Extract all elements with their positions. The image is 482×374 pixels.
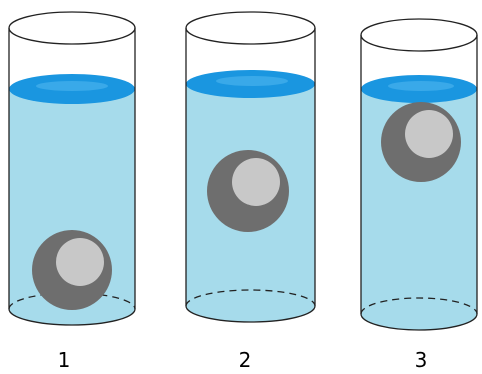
cylinder-2-bottom-front-rim [185,305,316,323]
cylinder-3-top-rim [360,18,478,52]
cylinder-2-water-surface-highlight [216,76,288,86]
cylinder-2-ball-highlight [232,158,280,206]
cylinder-2 [185,11,316,323]
cylinder-3-ball-highlight [405,110,453,158]
cylinder-1 [8,11,136,326]
cylinder-3-bottom-back-rim [360,297,478,315]
cylinder-3-bottom-front-rim [360,313,478,331]
cylinder-1-top-rim [8,11,136,45]
cylinder-1-label: 1 [58,348,71,372]
cylinder-2-top-rim [185,11,316,45]
cylinder-1-water-surface-highlight [36,81,108,91]
cylinder-3-label: 3 [415,348,428,372]
cylinder-1-bottom-front-rim [8,308,136,326]
cylinder-2-label: 2 [239,348,252,372]
cylinder-3-water-surface-highlight [388,81,454,91]
cylinder-1-ball-highlight [56,238,104,286]
cylinder-3 [360,18,478,331]
cylinder-1-bottom-back-rim [8,292,136,310]
